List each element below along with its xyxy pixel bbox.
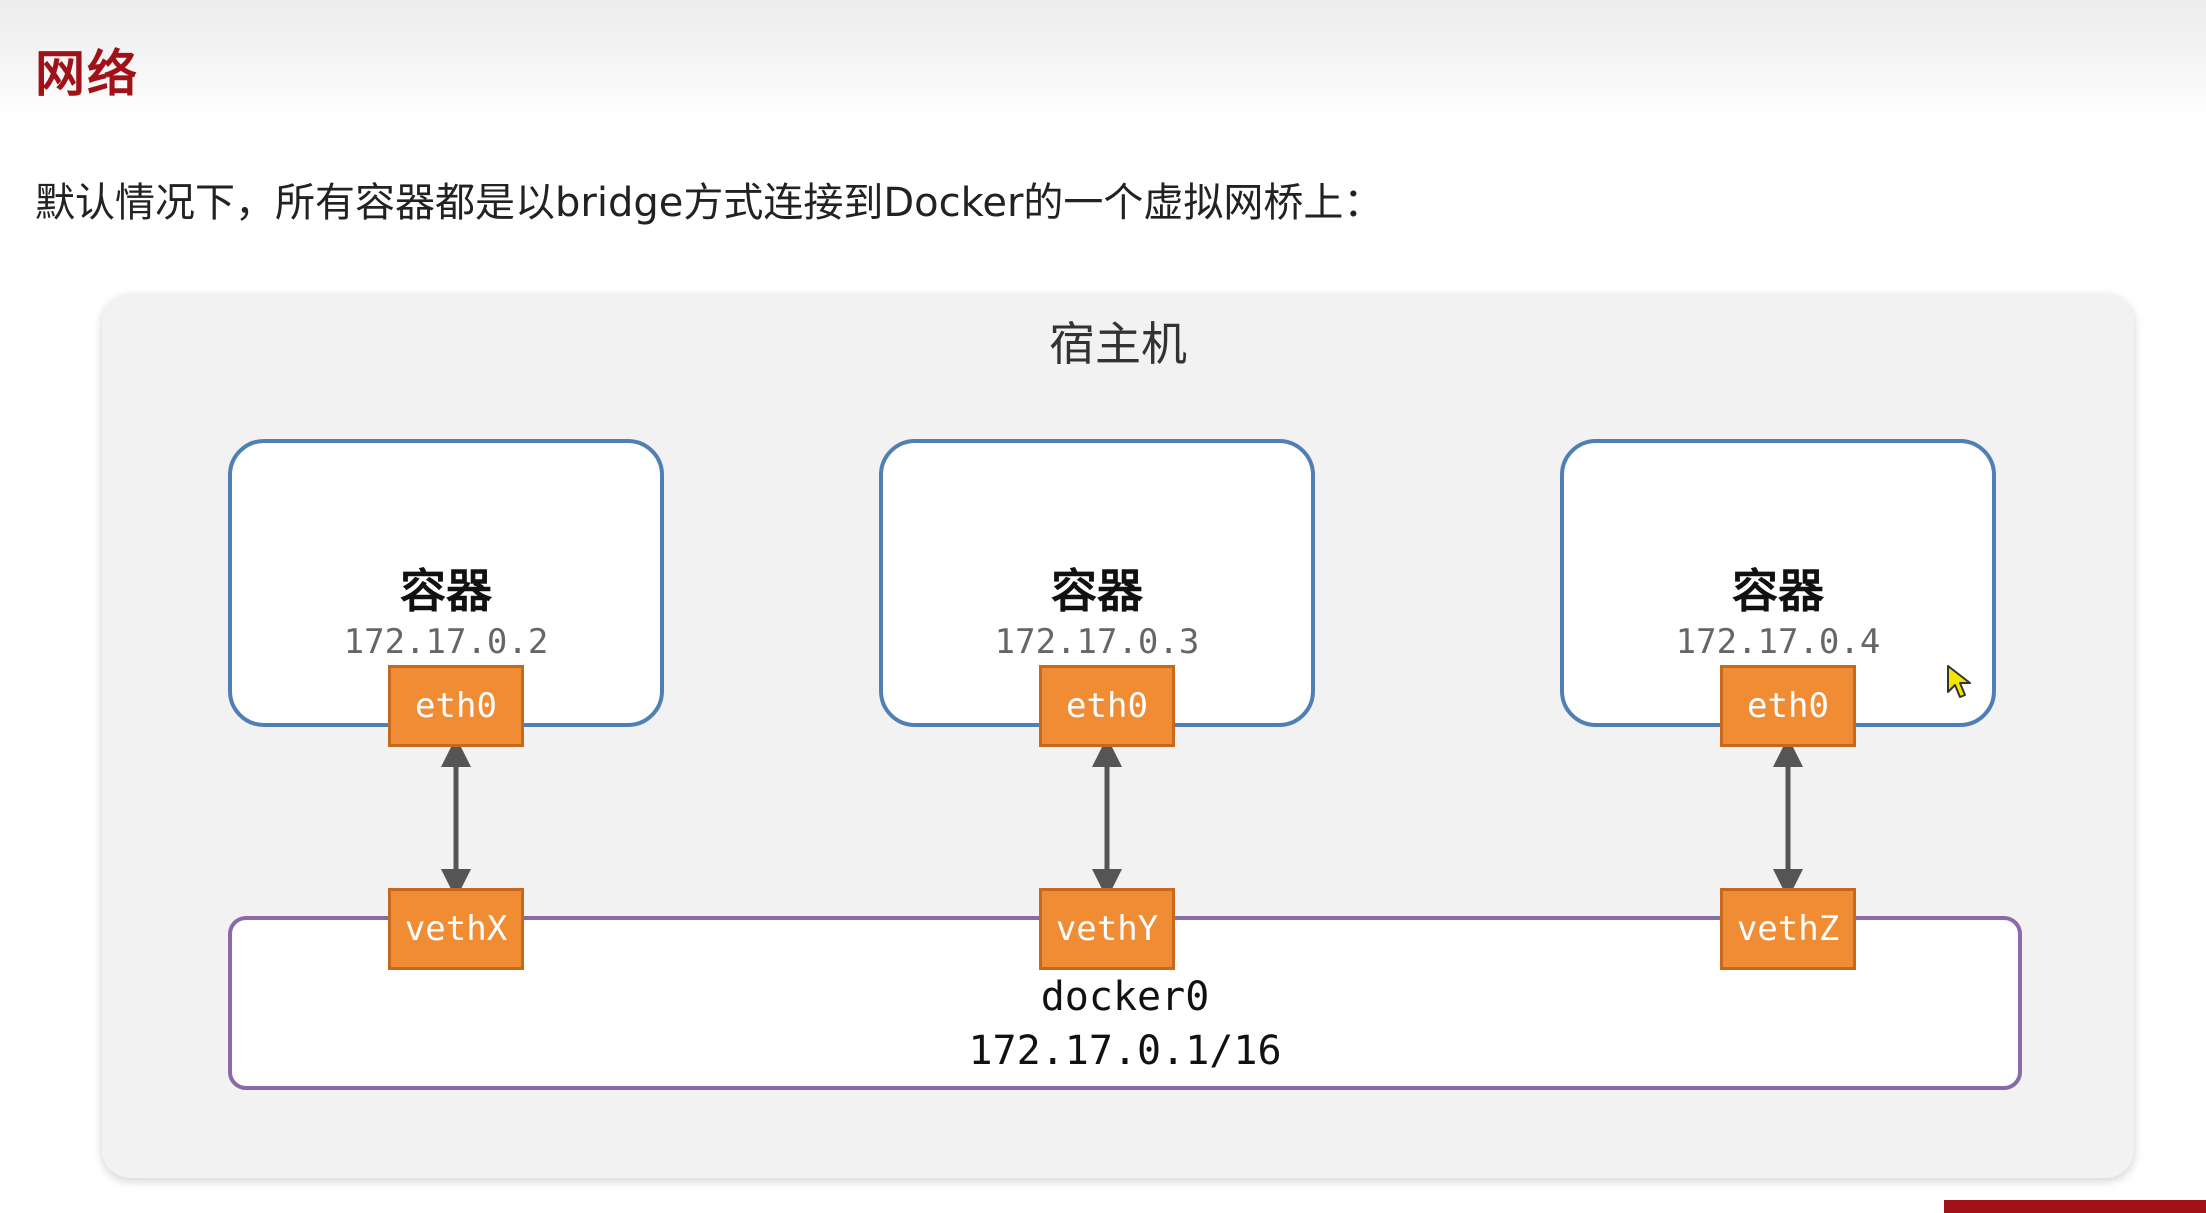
- veth-interface-x: vethX: [388, 888, 524, 970]
- intro-text: 默认情况下，所有容器都是以bridge方式连接到Docker的一个虚拟网桥上：: [35, 180, 1384, 226]
- bridge-name: docker0: [1040, 974, 1210, 1020]
- slide-corner-ribbon: [1944, 1200, 2206, 1213]
- container-ip-3: 172.17.0.4: [1675, 622, 1881, 662]
- container-name-3: 容器: [1732, 564, 1824, 618]
- slide-title: 网络: [35, 45, 139, 103]
- container-ip-2: 172.17.0.3: [994, 622, 1200, 662]
- container-ip-1: 172.17.0.2: [343, 622, 549, 662]
- container-name-1: 容器: [400, 564, 492, 618]
- container-name-2: 容器: [1051, 564, 1143, 618]
- eth0-interface-1: eth0: [388, 665, 524, 747]
- eth0-interface-3: eth0: [1720, 665, 1856, 747]
- veth-interface-y: vethY: [1039, 888, 1175, 970]
- slide-header: [0, 0, 2206, 122]
- eth0-interface-2: eth0: [1039, 665, 1175, 747]
- bridge-ip: 172.17.0.1/16: [968, 1028, 1282, 1074]
- veth-interface-z: vethZ: [1720, 888, 1856, 970]
- host-machine-label: 宿主机: [1049, 317, 1187, 371]
- mouse-cursor-icon: [1947, 665, 1971, 698]
